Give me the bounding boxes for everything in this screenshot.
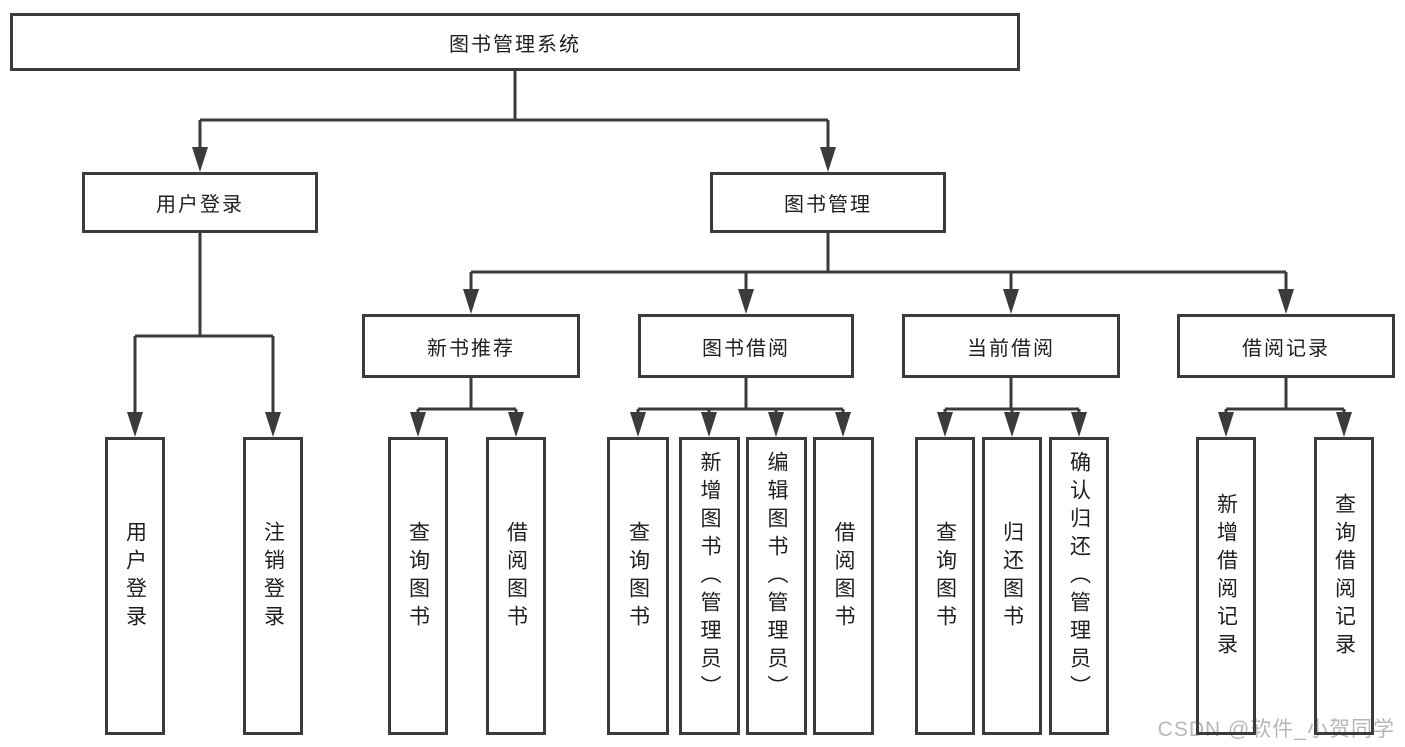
leaf-borrow-books-label: 借阅图书 — [504, 521, 528, 633]
leaf-user-login: 用户登录 — [105, 437, 165, 735]
leaf-add-books-admin-label: 新增图书（管理员） — [698, 451, 721, 703]
node-book-borrowing: 图书借阅 — [638, 314, 854, 378]
node-borrowing-records-label: 借阅记录 — [1242, 337, 1330, 360]
leaf-edit-books-admin: 编辑图书（管理员） — [746, 437, 807, 735]
node-book-management: 图书管理 — [710, 172, 946, 233]
node-user-login-label: 用户登录 — [156, 194, 244, 216]
leaf-query-books-label: 查询图书 — [933, 521, 957, 633]
node-root-system: 图书管理系统 — [10, 13, 1020, 71]
node-current-borrowing-label: 当前借阅 — [967, 337, 1055, 360]
leaf-query-borrow-record-label: 查询借阅记录 — [1332, 493, 1356, 661]
leaf-query-borrow-record: 查询借阅记录 — [1314, 437, 1374, 735]
node-new-book-recommend-label: 新书推荐 — [427, 337, 515, 360]
leaf-return-books: 归还图书 — [982, 437, 1042, 735]
leaf-borrow-books: 借阅图书 — [813, 437, 874, 735]
node-book-management-label: 图书管理 — [784, 194, 872, 216]
leaf-confirm-return-admin-label: 确认归还（管理员） — [1067, 451, 1091, 703]
leaf-add-books-admin: 新增图书（管理员） — [679, 437, 740, 735]
csdn-watermark: CSDN @软件_小贺同学 — [1157, 718, 1395, 741]
node-user-login: 用户登录 — [82, 172, 318, 233]
leaf-confirm-return-admin: 确认归还（管理员） — [1049, 437, 1109, 735]
leaf-logout: 注销登录 — [243, 437, 303, 735]
leaf-query-books-label: 查询图书 — [406, 521, 430, 633]
node-borrowing-records: 借阅记录 — [1177, 314, 1395, 378]
leaf-logout-label: 注销登录 — [261, 521, 285, 633]
arrowheads — [127, 147, 1352, 437]
node-root-label: 图书管理系统 — [449, 33, 581, 56]
node-book-borrowing-label: 图书借阅 — [702, 337, 790, 360]
leaf-borrow-books: 借阅图书 — [486, 437, 546, 735]
leaf-edit-books-admin-label: 编辑图书（管理员） — [765, 451, 788, 703]
leaf-user-login-label: 用户登录 — [123, 521, 147, 633]
leaf-return-books-label: 归还图书 — [1000, 521, 1024, 633]
leaf-query-books-label: 查询图书 — [626, 521, 650, 633]
leaf-borrow-books-label: 借阅图书 — [832, 521, 855, 633]
leaf-query-books: 查询图书 — [607, 437, 669, 735]
node-new-book-recommend: 新书推荐 — [362, 314, 580, 378]
leaf-add-borrow-record: 新增借阅记录 — [1196, 437, 1256, 735]
node-current-borrowing: 当前借阅 — [902, 314, 1120, 378]
leaf-query-books: 查询图书 — [388, 437, 448, 735]
leaf-query-books: 查询图书 — [915, 437, 975, 735]
leaf-add-borrow-record-label: 新增借阅记录 — [1214, 493, 1238, 661]
